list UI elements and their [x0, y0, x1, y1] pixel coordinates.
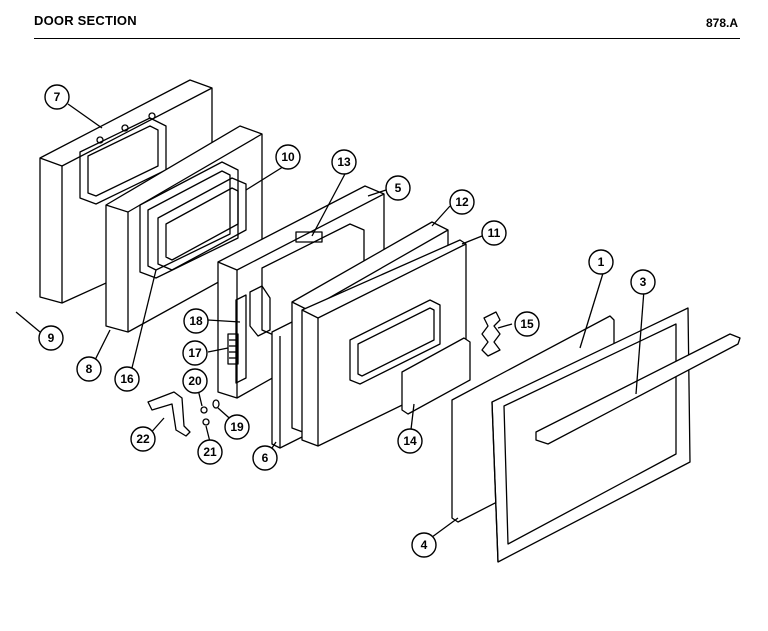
part-1-outer-door-frame [491, 307, 691, 563]
callout-8: 8 [76, 356, 102, 382]
svg-text:18: 18 [189, 314, 203, 328]
svg-text:3: 3 [640, 275, 647, 289]
callout-14: 14 [397, 428, 423, 454]
svg-text:12: 12 [455, 195, 469, 209]
callout-20: 20 [182, 368, 208, 394]
svg-text:21: 21 [203, 445, 217, 459]
svg-text:9: 9 [48, 331, 55, 345]
svg-text:4: 4 [421, 538, 428, 552]
callout-3: 3 [630, 269, 656, 295]
svg-text:20: 20 [188, 374, 202, 388]
callout-5: 5 [385, 175, 411, 201]
part-3-handle [535, 333, 741, 445]
svg-text:5: 5 [395, 181, 402, 195]
svg-text:1: 1 [598, 255, 605, 269]
diagram-code: 878.A [705, 16, 738, 30]
callout-1: 1 [588, 249, 614, 275]
svg-text:15: 15 [520, 317, 534, 331]
callout-22: 22 [130, 426, 156, 452]
callouts: 1 3 4 5 6 7 8 9 10 11 12 13 14 15 16 17 … [38, 84, 656, 558]
part-15-clip [481, 311, 501, 357]
svg-text:6: 6 [262, 451, 269, 465]
callout-18: 18 [183, 308, 209, 334]
svg-text:16: 16 [120, 372, 134, 386]
svg-text:7: 7 [54, 90, 61, 104]
callout-11: 11 [481, 220, 507, 246]
part-8-inner-liner [105, 125, 263, 333]
page-title: DOOR SECTION [34, 13, 137, 28]
callout-4: 4 [411, 532, 437, 558]
callout-21: 21 [197, 439, 223, 465]
part-19-22-hardware [147, 391, 220, 437]
callout-13: 13 [331, 149, 357, 175]
callout-7: 7 [44, 84, 70, 110]
svg-text:19: 19 [230, 420, 244, 434]
callout-15: 15 [514, 311, 540, 337]
part-14-glass [401, 337, 471, 415]
callout-10: 10 [275, 144, 301, 170]
part-17-18-hinge-brackets [227, 285, 271, 384]
svg-text:8: 8 [86, 362, 93, 376]
svg-text:14: 14 [403, 434, 417, 448]
callout-17: 17 [182, 340, 208, 366]
svg-text:13: 13 [337, 155, 351, 169]
part-10-window-frame [157, 177, 247, 271]
callout-16: 16 [114, 366, 140, 392]
callout-6: 6 [252, 445, 278, 471]
callout-19: 19 [224, 414, 250, 440]
svg-text:11: 11 [488, 226, 501, 240]
part-5-insulation-panel [217, 185, 385, 399]
callout-12: 12 [449, 189, 475, 215]
svg-text:10: 10 [281, 150, 295, 164]
svg-text:17: 17 [188, 346, 202, 360]
callout-9: 9 [38, 325, 64, 351]
header-rule [34, 38, 740, 39]
svg-text:22: 22 [136, 432, 150, 446]
